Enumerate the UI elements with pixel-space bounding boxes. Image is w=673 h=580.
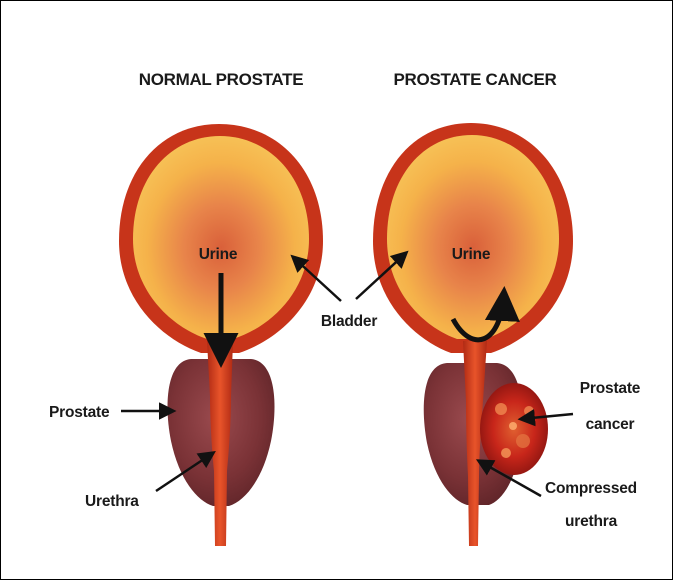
tumor bbox=[480, 383, 548, 475]
prostate-cancer-illustration bbox=[373, 123, 573, 546]
title-normal-prostate: NORMAL PROSTATE bbox=[139, 70, 304, 89]
title-prostate-cancer: PROSTATE CANCER bbox=[394, 70, 557, 89]
normal-prostate-illustration bbox=[119, 124, 323, 546]
urine-label-right: Urine bbox=[452, 246, 491, 263]
prostate-cancer-label-line2: cancer bbox=[586, 416, 635, 433]
compressed-urethra-label-line1: Compressed bbox=[545, 480, 637, 497]
urine-label-left: Urine bbox=[199, 246, 238, 263]
urethra-label: Urethra bbox=[85, 493, 139, 510]
bladder-label: Bladder bbox=[321, 313, 377, 330]
bladder-right bbox=[373, 123, 573, 353]
prostate-label: Prostate bbox=[49, 404, 110, 421]
prostate-cancer-label-line1: Prostate bbox=[580, 380, 641, 397]
compressed-urethra-label-line2: urethra bbox=[565, 513, 618, 530]
